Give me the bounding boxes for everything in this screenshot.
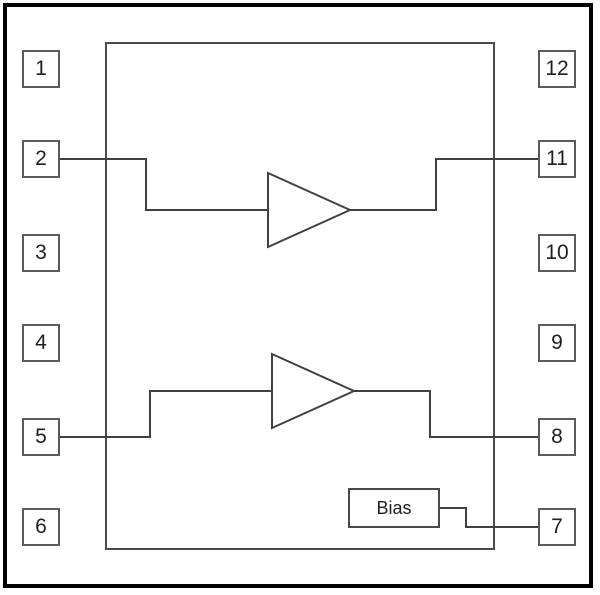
pin-10: 10	[538, 234, 576, 272]
pin-6: 6	[22, 508, 60, 546]
pin-7: 7	[538, 508, 576, 546]
pin-9: 9	[538, 324, 576, 362]
pin-1: 1	[22, 50, 60, 88]
pin-12: 12	[538, 50, 576, 88]
pin-2: 2	[22, 140, 60, 178]
pin-5: 5	[22, 418, 60, 456]
pin-8: 8	[538, 418, 576, 456]
pin-4: 4	[22, 324, 60, 362]
bias-block: Bias	[348, 488, 440, 528]
die-functional-area	[105, 42, 495, 550]
outer-package-border	[3, 3, 593, 588]
pin-3: 3	[22, 234, 60, 272]
pin-11: 11	[538, 140, 576, 178]
